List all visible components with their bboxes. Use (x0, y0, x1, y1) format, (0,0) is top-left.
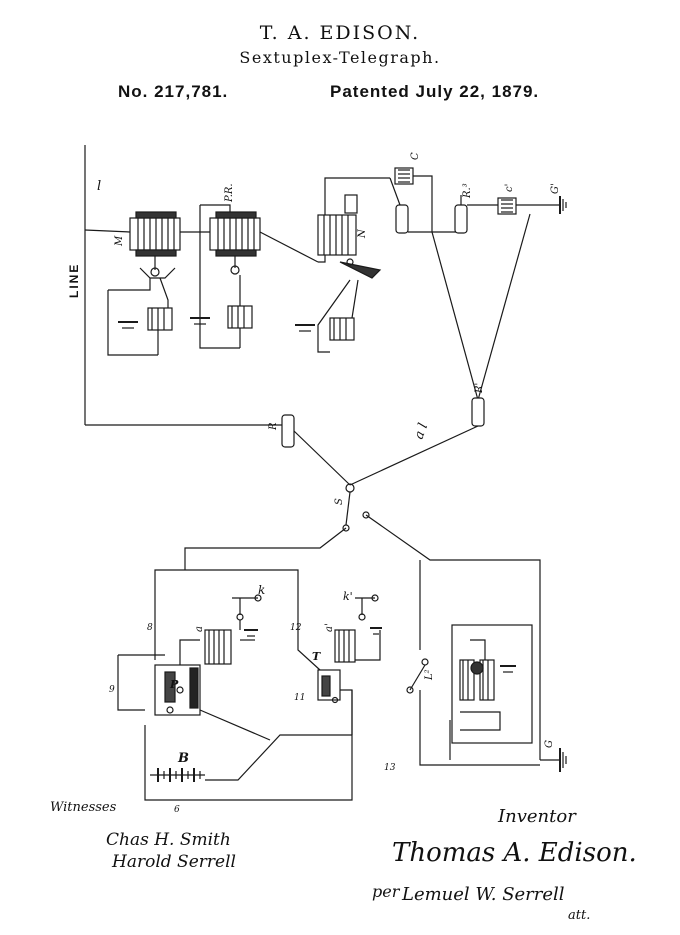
switch-s (184, 483, 541, 760)
label-g1: G' (550, 183, 561, 194)
witness-signature-1: Chas H. Smith (106, 830, 231, 850)
resistance-r (281, 414, 351, 486)
patent-inventor-header: T. A. EDISON. (259, 22, 421, 44)
label-n11: 11 (294, 693, 305, 703)
label-pr: P.R. (224, 183, 235, 203)
witness-signature-2: Harold Serrell (112, 852, 236, 872)
line-wire (84, 145, 282, 426)
witnesses-label: Witnesses (50, 800, 117, 815)
magnet-a (204, 629, 258, 665)
label-r1: R' (474, 383, 485, 394)
ground-g (540, 748, 567, 772)
label-g: G (544, 740, 555, 748)
condenser-c (389, 167, 433, 232)
label-b: B (177, 751, 189, 766)
label-n8: 8 (147, 623, 153, 633)
label-p: P (169, 678, 179, 691)
battery-b (150, 768, 205, 782)
label-t: T (312, 650, 321, 663)
label-a: a (194, 626, 205, 632)
relay-pr (200, 204, 319, 275)
resistance-r3 (454, 195, 468, 234)
ground-g1 (559, 196, 567, 214)
relay-m (129, 211, 210, 279)
lower-wiring (117, 560, 540, 801)
magnet-a1 (334, 629, 356, 663)
resistance-upper-1 (395, 204, 460, 234)
patent-number: No. 217,781. (118, 82, 229, 101)
label-s: S (334, 498, 345, 505)
label-n12: 12 (290, 623, 302, 633)
transmitter-t (317, 669, 341, 704)
local-circuit-pr (190, 205, 253, 349)
label-c1: c' (504, 184, 515, 192)
label-k: k (258, 583, 265, 597)
label-al: a l (412, 421, 432, 441)
per-label: per (372, 882, 400, 901)
label-m: M (114, 235, 125, 247)
label-l2: L² (424, 669, 435, 681)
label-n9: 9 (109, 685, 115, 695)
label-l: l (97, 179, 101, 194)
local-circuit-m (107, 277, 173, 356)
label-n: N (357, 228, 368, 239)
label-n6: 6 (174, 805, 180, 815)
attorney-suffix: att. (568, 908, 591, 923)
inventor-signature: Thomas A. Edison. (392, 838, 637, 868)
local-circuit-n (295, 279, 359, 353)
key-k (232, 594, 262, 630)
label-a1: a' (324, 623, 335, 632)
attorney-signature: Lemuel W. Serrell (402, 884, 565, 905)
artificial-line (349, 213, 531, 486)
transmitter-p (154, 664, 201, 716)
patent-title: Sextuplex-Telegraph. (239, 48, 441, 67)
label-k1: k' (343, 590, 353, 603)
label-r: R (268, 422, 279, 431)
inventor-label: Inventor (498, 806, 576, 827)
condenser-c1 (467, 197, 560, 215)
relay-n (317, 177, 390, 279)
receiver-box (451, 624, 533, 744)
key-l2 (406, 658, 429, 694)
label-r3: R.³ (462, 183, 473, 199)
patent-date: Patented July 22, 1879. (330, 82, 540, 101)
key-k1 (355, 594, 382, 635)
label-c: C (410, 152, 421, 160)
label-line: LINE (67, 263, 81, 298)
label-n13: 13 (384, 763, 396, 773)
